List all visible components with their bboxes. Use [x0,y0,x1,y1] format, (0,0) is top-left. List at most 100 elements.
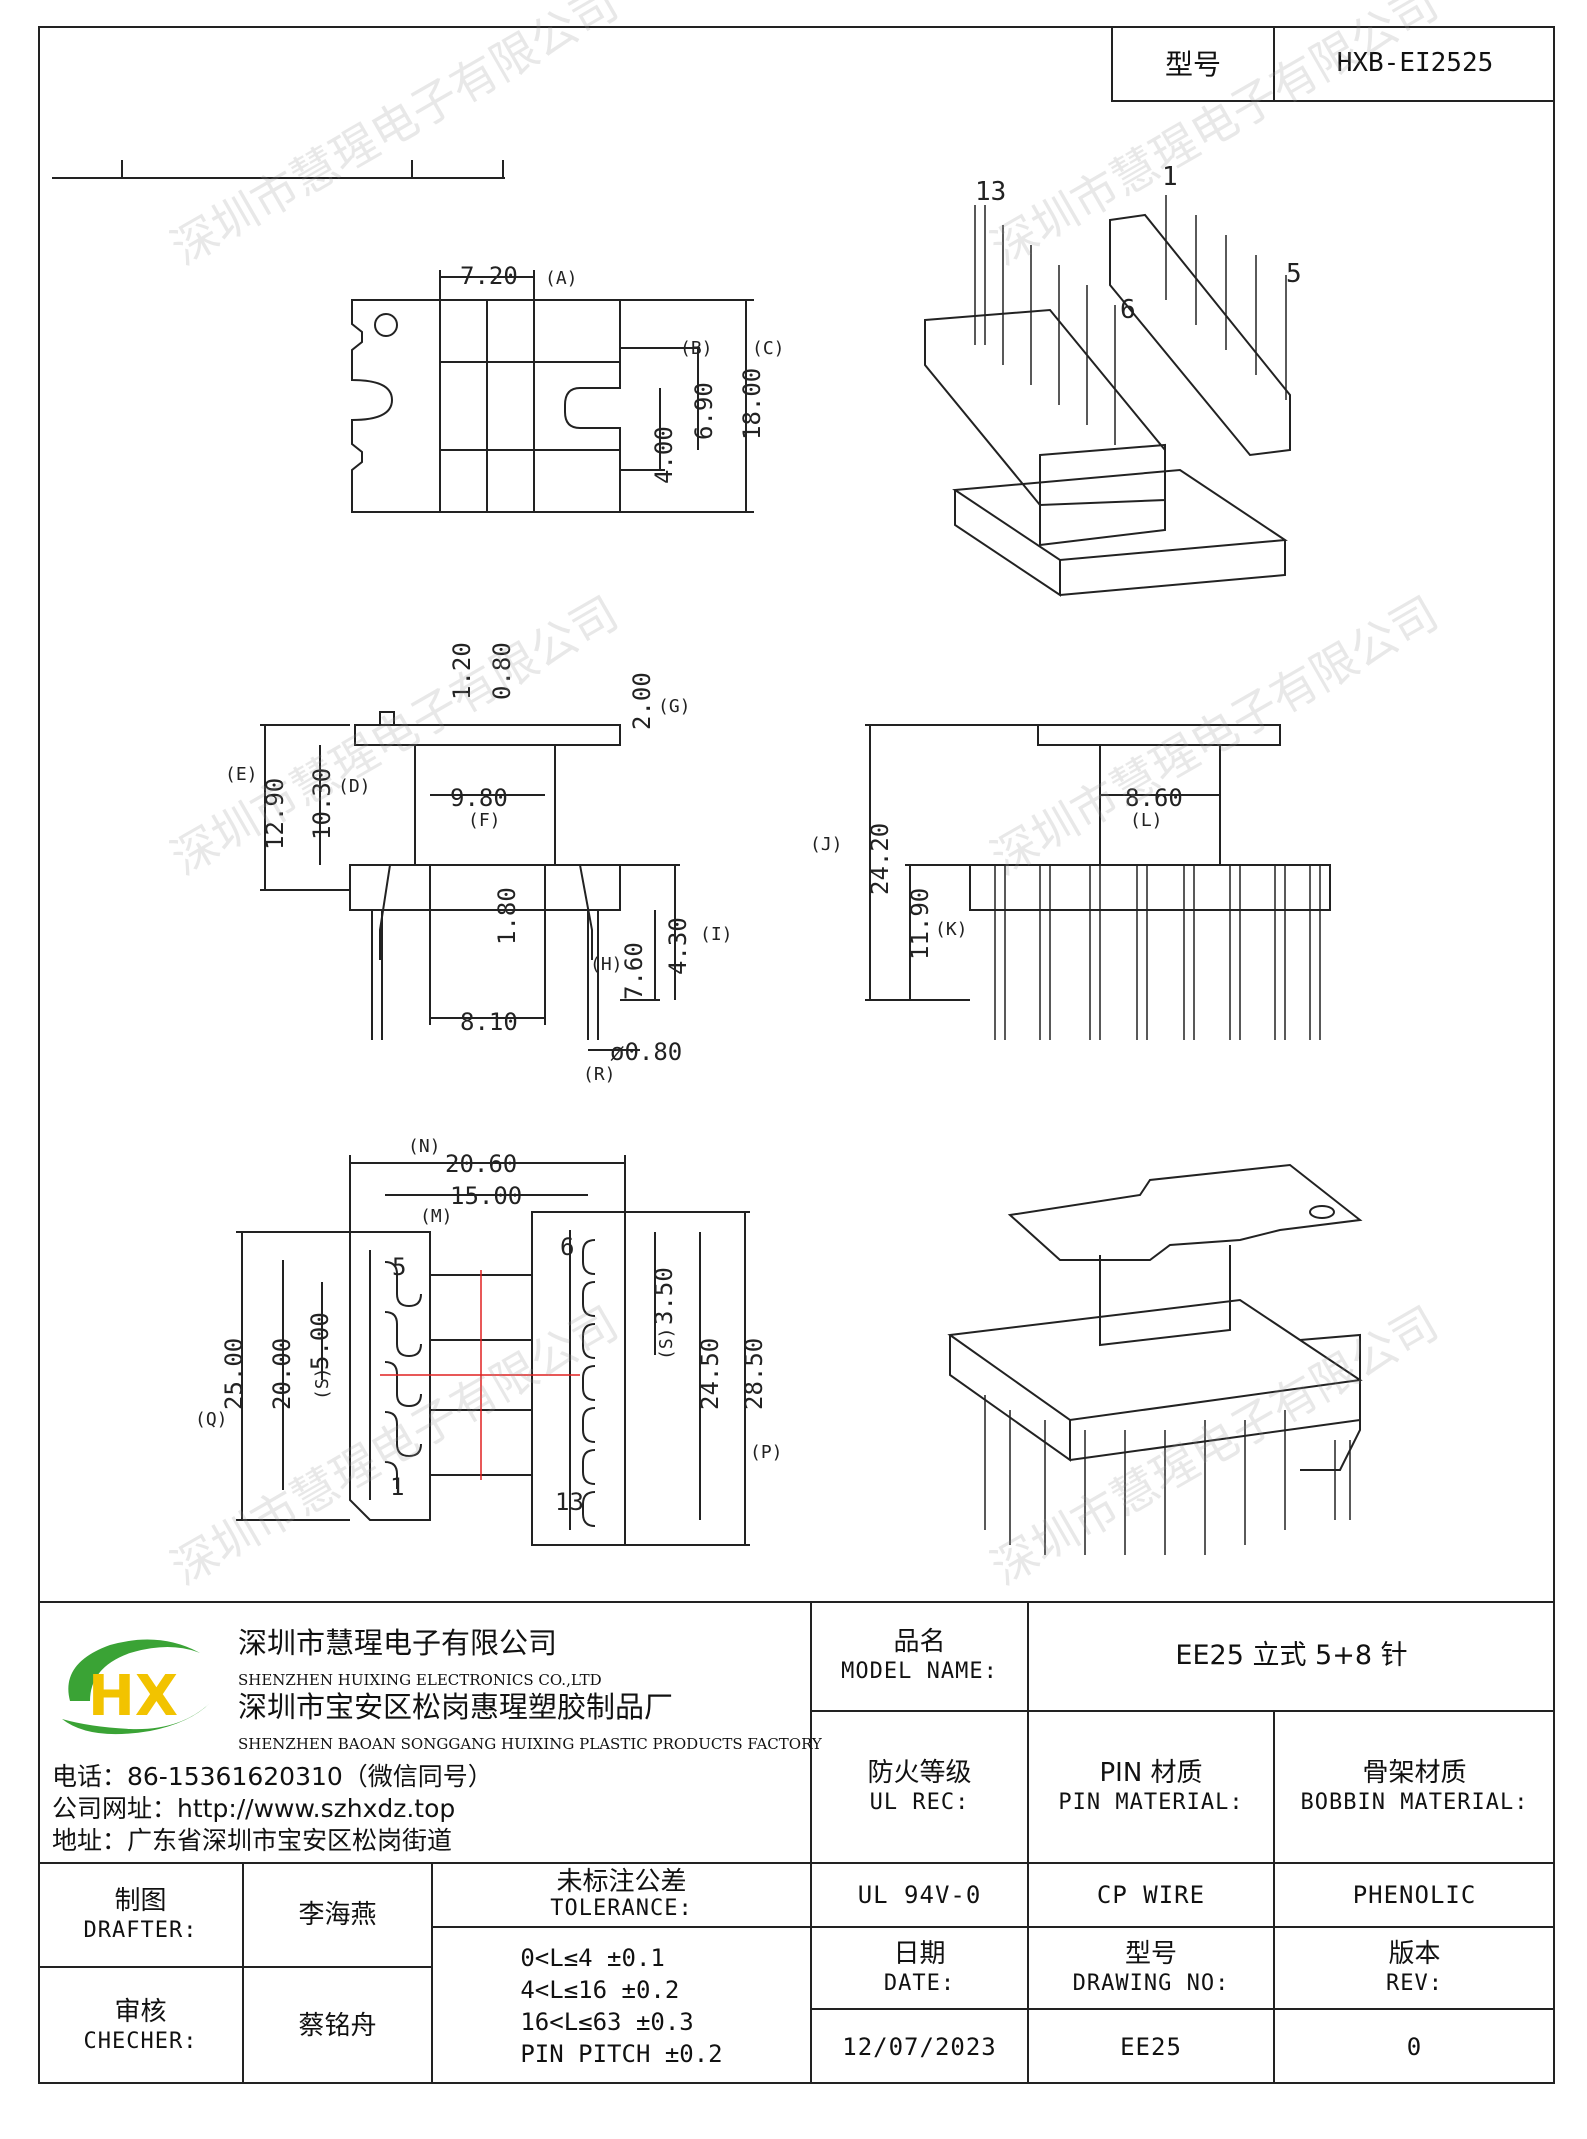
dim-front-G: (G) [658,696,691,717]
dim-bottom-28-50: 28.50 [740,1338,768,1410]
dim-front-1-80: 1.80 [493,887,521,945]
dim-side-24-20: 24.20 [866,823,894,895]
bobbin-material-label: 骨架材质 BOBBIN MATERIAL: [1300,1758,1529,1815]
rev-label: 版本 REV: [1386,1939,1443,1996]
iso-pin-13: 13 [975,177,1006,207]
side-view [865,724,1331,1040]
dim-bottom-24-50: 24.50 [696,1338,724,1410]
model-name-value: EE25 立式 5+8 针 [1175,1640,1408,1671]
dim-front-4-30: 4.30 [664,917,692,975]
rev-value: 0 [1406,2032,1423,2061]
drafter-label: 制图 DRAFTER: [83,1886,198,1943]
drawing-no-value: EE25 [1120,2032,1182,2061]
factory-name-en: SHENZHEN BAOAN SONGGANG HUIXING PLASTIC … [238,1735,822,1753]
company-logo: HX [62,1639,210,1735]
dim-top-C-label: (C) [752,338,785,359]
model-name-label: 品名 MODEL NAME: [841,1627,998,1684]
dim-top-C-value: 18.00 [738,368,766,440]
title-block: HX 深圳市慧瑆电子有限公司 SHENZHEN HUIXING ELECTRON… [38,1601,1555,2084]
dim-side-11-90: 11.90 [906,888,934,960]
dim-bottom-N: (N) [408,1136,441,1157]
dim-front-7-60: 7.60 [620,942,648,1000]
dim-bottom-P: (P) [750,1442,783,1463]
ul-rec-label: 防火等级 UL REC: [867,1758,972,1815]
iso-view-top [924,195,1291,597]
dim-front-I: (I) [700,924,733,945]
dim-top-B-label: (B) [680,338,713,359]
model-number-box: 型号 HXB-EI2525 [1111,26,1555,102]
dim-front-12-90: 12.90 [261,778,289,850]
dim-side-K: (K) [935,919,968,940]
date-value: 12/07/2023 [842,2032,997,2061]
phone: 电话：86-15361620310（微信同号） [52,1762,493,1791]
dim-bottom-S-right: (S) [656,1327,677,1360]
tolerance-line: 0<L≤4 ±0.1 [520,1943,665,1972]
dim-front-9-80: 9.80 [450,784,508,812]
dim-front-E: (E) [225,764,258,785]
dim-bottom-15-00: 15.00 [450,1182,522,1210]
bottom-view [236,1155,750,1546]
bottom-pin-1: 1 [390,1473,404,1501]
pin-material-value: CP WIRE [1096,1881,1206,1909]
title-block-grid [38,1601,1555,2084]
dim-front-10-30: 10.30 [308,768,336,840]
tolerance-line: 16<L≤63 ±0.3 [520,2007,694,2036]
front-view [260,711,680,1051]
dim-bottom-M: (M) [420,1206,453,1227]
company-name-en: SHENZHEN HUIXING ELECTRONICS CO.,LTD [238,1671,602,1689]
dim-bottom-20-00: 20.00 [268,1338,296,1410]
bottom-pin-5: 5 [392,1253,406,1281]
dim-side-L: (L) [1130,810,1163,831]
dim-front-D: (D) [338,776,371,797]
iso-pin-5: 5 [1286,259,1302,289]
date-label: 日期 DATE: [883,1939,956,1996]
dim-front-2-00: 2.00 [628,672,656,730]
dim-bottom-Q: (Q) [195,1409,228,1430]
bottom-pin-13: 13 [555,1488,584,1516]
iso-view-bottom [947,1163,1363,1555]
dim-front-1-20: 1.20 [448,642,476,700]
tolerance-line: PIN PITCH ±0.2 [520,2039,723,2068]
dim-bottom-S-left: (S) [312,1367,333,1400]
dim-front-pin-dia: ø0.80 [610,1038,682,1066]
dim-bottom-5-00: 5.00 [306,1312,334,1370]
tolerance-line: 4<L≤16 ±0.2 [520,1975,680,2004]
dim-front-F: (F) [468,810,501,831]
dim-side-8-60: 8.60 [1125,784,1183,812]
iso-pin-1: 1 [1162,162,1178,192]
technical-drawing: 7.20 (A) (B) (C) 6.90 18.00 4.00 [52,160,1363,1555]
tolerance-label: 未标注公差 TOLERANCE: [550,1867,693,1921]
dim-top-A-label: (A) [545,268,578,289]
tolerance-values: 0<L≤4 ±0.1 4<L≤16 ±0.2 16<L≤63 ±0.3 PIN … [432,1927,811,2084]
dim-bottom-20-60: 20.60 [445,1150,517,1178]
checker-name: 蔡铭舟 [298,2010,377,2041]
company-name-cn: 深圳市慧瑆电子有限公司 [238,1626,558,1660]
checker-label: 审核 CHECHER: [83,1996,198,2054]
ul-value: UL 94V-0 [857,1881,982,1909]
dim-top-slot-value: 4.00 [650,426,678,484]
dim-front-0-80: 0.80 [488,642,516,700]
top-view [351,270,754,513]
pin-material-label: PIN 材质 PIN MATERIAL: [1058,1758,1244,1815]
model-value: HXB-EI2525 [1336,48,1494,78]
logo-text: HX [88,1664,178,1729]
bobbin-material-value: PHENOLIC [1352,1881,1477,1909]
company-block: HX 深圳市慧瑆电子有限公司 SHENZHEN HUIXING ELECTRON… [38,1601,822,1863]
dim-front-H: (H) [590,954,623,975]
drafter-name: 李海燕 [298,1900,377,1930]
drawing-no-label: 型号 DRAWING NO: [1072,1939,1230,1996]
factory-name-cn: 深圳市宝安区松岗惠瑆塑胶制品厂 [238,1690,674,1724]
dim-top-A-value: 7.20 [460,262,518,290]
website[interactable]: 公司网址：http://www.szhxdz.top [52,1794,456,1823]
dim-bottom-25-00: 25.00 [220,1338,248,1410]
address: 地址：广东省深圳市宝安区松岗街道 [52,1826,453,1855]
scale-bar [52,160,505,179]
model-label: 型号 [1113,26,1275,100]
dim-front-8-10: 8.10 [460,1008,518,1036]
dim-bottom-3-50: 3.50 [650,1267,678,1325]
dim-front-R: (R) [583,1064,616,1085]
iso-pin-6: 6 [1120,295,1136,325]
dim-top-B-value: 6.90 [690,382,718,440]
bottom-pin-6: 6 [560,1233,574,1261]
dim-side-J: (J) [810,834,843,855]
